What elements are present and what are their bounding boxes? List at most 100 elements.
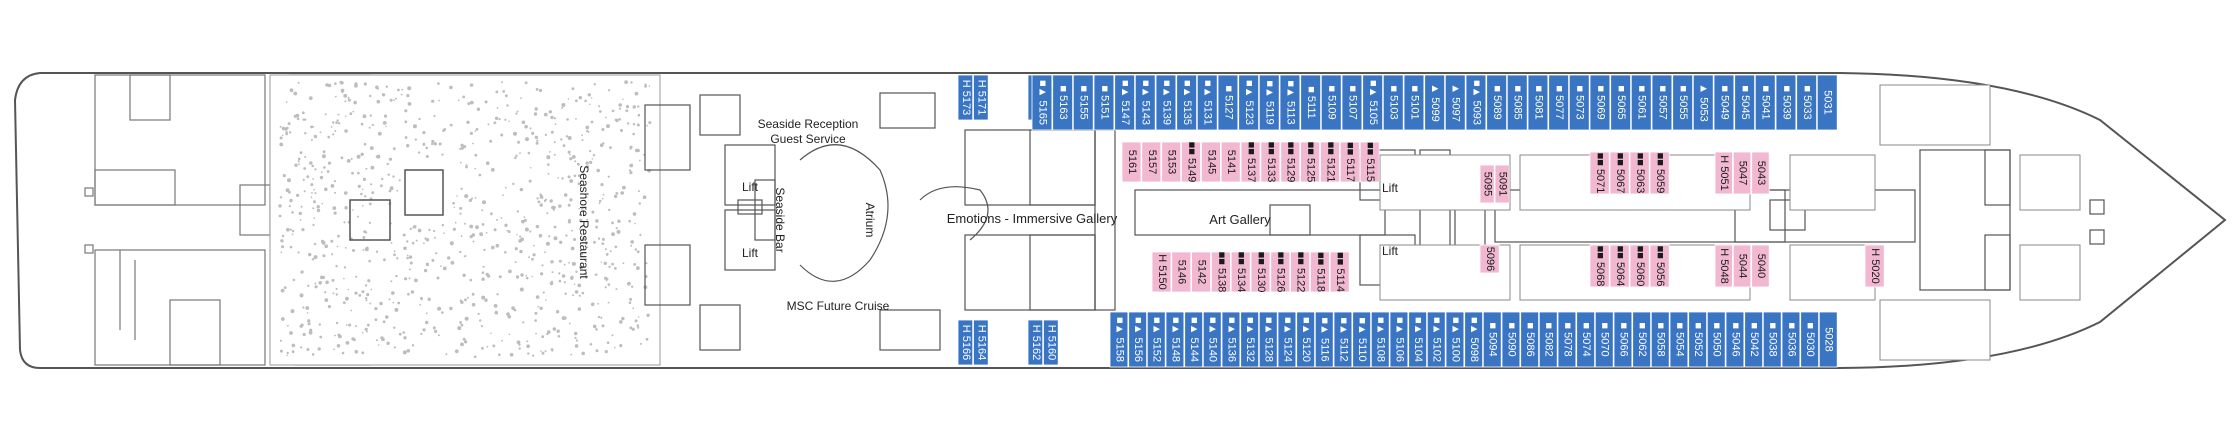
cabin-5074[interactable] <box>1576 311 1595 368</box>
cabin-5106[interactable] <box>1389 311 1409 368</box>
cabin-5115[interactable] <box>1359 141 1380 183</box>
cabin-5157[interactable] <box>1141 141 1162 183</box>
cabin-5064[interactable] <box>1609 244 1630 288</box>
cabin-5042[interactable] <box>1744 311 1763 368</box>
cabin-5030[interactable] <box>1800 311 1819 368</box>
cabin-5060[interactable] <box>1629 244 1650 288</box>
cabin-5155[interactable] <box>1072 74 1094 131</box>
cabin-5044[interactable] <box>1732 244 1752 288</box>
cabin-5048[interactable] <box>1714 244 1733 288</box>
cabin-5163[interactable] <box>1052 74 1073 131</box>
cabin-5069[interactable] <box>1589 74 1611 131</box>
cabin-5142[interactable] <box>1191 251 1211 293</box>
cabin-5144[interactable] <box>1184 311 1203 368</box>
cabin-5031[interactable] <box>1816 74 1838 131</box>
cabin-5133[interactable] <box>1260 141 1281 183</box>
cabin-5065[interactable] <box>1610 74 1631 131</box>
cabin-5112[interactable] <box>1333 311 1353 368</box>
cabin-5078[interactable] <box>1557 311 1577 368</box>
cabin-5103[interactable] <box>1382 74 1404 131</box>
cabin-5090[interactable] <box>1501 311 1521 368</box>
cabin-5173[interactable] <box>957 74 974 121</box>
cabin-5098[interactable] <box>1464 311 1483 368</box>
cabin-5151[interactable] <box>1093 74 1115 131</box>
cabin-5051[interactable] <box>1714 151 1733 195</box>
cabin-5062[interactable] <box>1632 311 1651 368</box>
cabin-5082[interactable] <box>1538 311 1558 368</box>
cabin-5121[interactable] <box>1320 141 1340 183</box>
cabin-5122[interactable] <box>1290 251 1310 293</box>
cabin-5040[interactable] <box>1751 244 1770 288</box>
cabin-5049[interactable] <box>1713 74 1735 131</box>
cabin-5110[interactable] <box>1352 311 1371 368</box>
cabin-5099[interactable] <box>1424 74 1445 131</box>
cabin-5117[interactable] <box>1339 141 1360 183</box>
cabin-5126[interactable] <box>1270 251 1291 293</box>
cabin-5063[interactable] <box>1629 151 1650 195</box>
cabin-5104[interactable] <box>1408 311 1427 368</box>
cabin-5067[interactable] <box>1609 151 1630 195</box>
cabin-5171[interactable] <box>973 74 989 121</box>
cabin-5132[interactable] <box>1240 311 1259 368</box>
cabin-5150[interactable] <box>1151 251 1172 293</box>
cabin-5120[interactable] <box>1296 311 1315 368</box>
cabin-5101[interactable] <box>1403 74 1425 131</box>
cabin-5141[interactable] <box>1220 141 1241 183</box>
cabin-5147[interactable] <box>1114 74 1135 131</box>
cabin-5050[interactable] <box>1706 311 1726 368</box>
cabin-5118[interactable] <box>1310 251 1330 293</box>
cabin-5091[interactable] <box>1494 164 1510 204</box>
cabin-5039[interactable] <box>1775 74 1797 131</box>
cabin-5033[interactable] <box>1796 74 1817 131</box>
cabin-5068[interactable] <box>1589 244 1610 288</box>
cabin-5100[interactable] <box>1445 311 1465 368</box>
cabin-5128[interactable] <box>1258 311 1278 368</box>
cabin-5149[interactable] <box>1181 141 1201 183</box>
cabin-5130[interactable] <box>1250 251 1271 293</box>
cabin-5124[interactable] <box>1277 311 1297 368</box>
cabin-5136[interactable] <box>1221 311 1241 368</box>
cabin-5077[interactable] <box>1548 74 1569 131</box>
cabin-5153[interactable] <box>1161 141 1182 183</box>
cabin-5052[interactable] <box>1688 311 1707 368</box>
cabin-5146[interactable] <box>1171 251 1192 293</box>
cabin-5145[interactable] <box>1201 141 1221 183</box>
cabin-5086[interactable] <box>1520 311 1539 368</box>
cabin-5111[interactable] <box>1300 74 1321 131</box>
cabin-5108[interactable] <box>1370 311 1390 368</box>
cabin-5123[interactable] <box>1238 74 1259 131</box>
cabin-5135[interactable] <box>1176 74 1197 131</box>
cabin-5043[interactable] <box>1751 151 1770 195</box>
cabin-5047[interactable] <box>1732 151 1752 195</box>
cabin-5113[interactable] <box>1279 74 1301 131</box>
cabin-5129[interactable] <box>1280 141 1301 183</box>
cabin-5057[interactable] <box>1651 74 1673 131</box>
cabin-5162[interactable] <box>1027 319 1044 366</box>
cabin-5156[interactable] <box>1128 311 1147 368</box>
cabin-5038[interactable] <box>1762 311 1782 368</box>
cabin-5102[interactable] <box>1426 311 1446 368</box>
cabin-5028[interactable] <box>1818 311 1838 368</box>
cabin-5056[interactable] <box>1649 244 1670 288</box>
cabin-5116[interactable] <box>1314 311 1334 368</box>
cabin-5148[interactable] <box>1165 311 1185 368</box>
cabin-5094[interactable] <box>1482 311 1502 368</box>
cabin-5097[interactable] <box>1444 74 1466 131</box>
cabin-5137[interactable] <box>1240 141 1261 183</box>
cabin-5107[interactable] <box>1341 74 1363 131</box>
cabin-5054[interactable] <box>1669 311 1689 368</box>
cabin-5138[interactable] <box>1211 251 1231 293</box>
cabin-5105[interactable] <box>1362 74 1383 131</box>
cabin-5164[interactable] <box>973 319 989 366</box>
cabin-5085[interactable] <box>1506 74 1528 131</box>
cabin-5053[interactable] <box>1692 74 1714 131</box>
cabin-5045[interactable] <box>1734 74 1755 131</box>
cabin-5166[interactable] <box>957 319 974 366</box>
cabin-5081[interactable] <box>1527 74 1549 131</box>
cabin-5158[interactable] <box>1109 311 1129 368</box>
cabin-5070[interactable] <box>1594 311 1614 368</box>
cabin-5071[interactable] <box>1589 151 1610 195</box>
cabin-5020[interactable] <box>1864 244 1885 288</box>
cabin-5066[interactable] <box>1613 311 1633 368</box>
cabin-5125[interactable] <box>1300 141 1320 183</box>
